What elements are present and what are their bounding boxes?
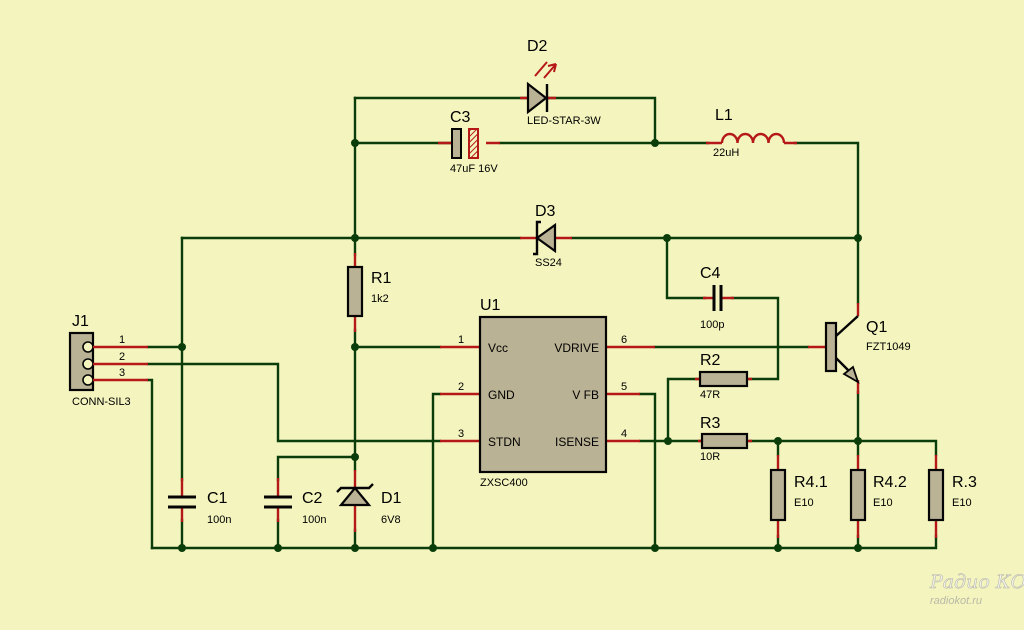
c2-ref: C2 [302,490,323,507]
ic-u1[interactable]: U1 ZXSC400 1 2 3 6 5 4 Vcc GND STDN VDRI… [440,297,655,489]
resistor-r2[interactable]: R2 47R [695,352,752,401]
l1-ref: L1 [715,107,733,124]
u1-pin-gnd: GND [488,388,515,402]
light-emission-icon [534,61,557,79]
u1-pin1-num: 1 [458,334,464,346]
u1-pin4-num: 4 [621,428,627,440]
c1-ref: C1 [207,490,228,507]
capacitor-c4[interactable]: C4 100p [700,265,734,331]
capacitor-c1[interactable]: C1 100n [168,478,231,526]
u1-pin5-num: 5 [621,381,627,393]
watermark-logo: Радио КОТ [929,571,1024,593]
c4-value: 100p [700,319,724,331]
r1-ref: R1 [371,270,392,287]
resistor-r4-2[interactable]: R4.2 E10 [849,455,907,538]
q1-value: FZT1049 [866,341,911,353]
u1-pin6-num: 6 [621,334,627,346]
j1-pin1-num: 1 [119,334,125,346]
inductor-l1[interactable]: L1 22uH [706,107,797,159]
u1-pin-stdn: STDN [488,435,521,449]
r2-ref: R2 [700,352,721,369]
c3-value: 47uF 16V [450,163,498,175]
d2-ref: D2 [527,38,548,55]
d3-value: SS24 [535,257,562,269]
j1-pin3-num: 3 [119,367,125,379]
r41-ref: R4.1 [794,474,828,491]
led-d2[interactable]: D2 LED-STAR-3W [520,38,601,127]
r5-ref: R.3 [952,474,977,491]
j1-value: CONN-SIL3 [72,396,131,408]
r42-value: E10 [873,497,893,509]
r5-value: E10 [952,497,972,509]
r1-value: 1k2 [371,293,389,305]
resistor-r4-1[interactable]: R4.1 E10 [769,455,828,538]
j1-ref: J1 [72,313,89,330]
u1-pin-vdrive: VDRIVE [554,341,599,355]
u1-pin3-num: 3 [458,428,464,440]
u1-pin2-num: 2 [458,381,464,393]
zener-diode-d1[interactable]: D1 6V8 [336,470,402,532]
r3-value: 10R [700,451,720,463]
c3-ref: C3 [450,109,471,126]
transistor-q1[interactable]: Q1 FZT1049 [808,303,911,394]
d1-ref: D1 [381,490,402,507]
d2-value: LED-STAR-3W [527,115,601,127]
resistor-r3[interactable]: R3 10R [698,415,752,463]
schottky-diode-d3[interactable]: D3 SS24 [520,203,572,269]
resistor-r-3[interactable]: R.3 E10 [927,455,977,538]
resistor-r1[interactable]: R1 1k2 [346,253,392,332]
l1-value: 22uH [713,147,739,159]
wires [146,96,938,550]
d1-value: 6V8 [381,514,401,526]
u1-pin-vfb: V FB [572,388,599,402]
u1-pin-vcc: Vcc [488,341,508,355]
q1-ref: Q1 [866,319,887,336]
r41-value: E10 [794,497,814,509]
watermark: Радио КОТ radiokot.ru [929,571,1024,607]
junctions [178,139,862,552]
c1-value: 100n [207,514,231,526]
c2-value: 100n [302,514,326,526]
u1-value: ZXSC400 [480,477,528,489]
capacitor-c2[interactable]: C2 100n [264,478,326,526]
capacitor-c3[interactable]: C3 47uF 16V [438,109,500,175]
d3-ref: D3 [535,203,556,220]
c4-ref: C4 [700,265,721,282]
u1-pin-isense: ISENSE [555,435,599,449]
r2-value: 47R [700,389,720,401]
connector-j1[interactable]: J1 CONN-SIL3 1 2 3 [68,313,148,408]
u1-ref: U1 [480,297,501,314]
r3-ref: R3 [700,415,721,432]
watermark-site: radiokot.ru [930,595,982,607]
r42-ref: R4.2 [873,474,907,491]
j1-pin2-num: 2 [119,351,125,363]
